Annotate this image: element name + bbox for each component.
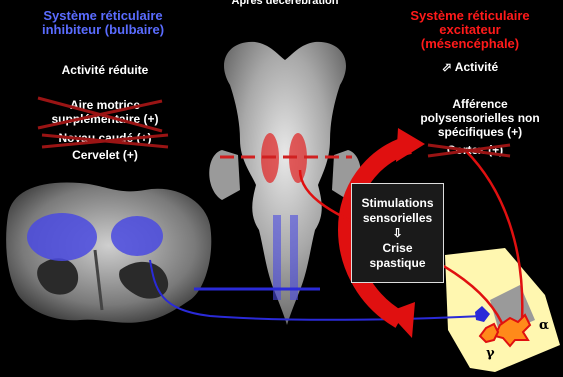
box-line1: Stimulations <box>361 196 433 211</box>
down-arrow-icon: ⇩ <box>392 226 402 241</box>
inhibitor-tract-left <box>273 215 281 300</box>
alpha-label: α <box>539 318 549 333</box>
gamma-label: γ <box>486 346 495 361</box>
strike-caudate <box>42 135 168 147</box>
brainstem-image <box>209 42 361 325</box>
spinal-cord-panel <box>445 248 560 372</box>
inhibitor-region-right <box>111 216 163 256</box>
medulla-cross-section <box>6 182 211 322</box>
inhibitor-region-left <box>27 213 97 261</box>
stimulation-arrowhead-top <box>396 128 425 162</box>
box-line3: Crise <box>382 241 412 256</box>
inhibitor-tract-right <box>290 215 298 300</box>
box-line2: sensorielles <box>363 211 432 226</box>
strike-motor-area <box>38 98 162 131</box>
stimulation-box: Stimulations sensorielles ⇩ Crise spasti… <box>351 183 444 283</box>
box-line4: spastique <box>369 256 425 271</box>
